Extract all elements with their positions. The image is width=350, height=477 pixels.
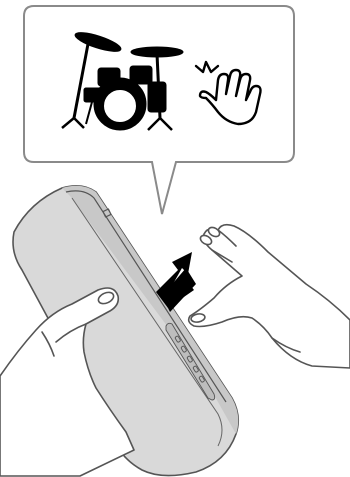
tapping-hand bbox=[189, 225, 350, 368]
